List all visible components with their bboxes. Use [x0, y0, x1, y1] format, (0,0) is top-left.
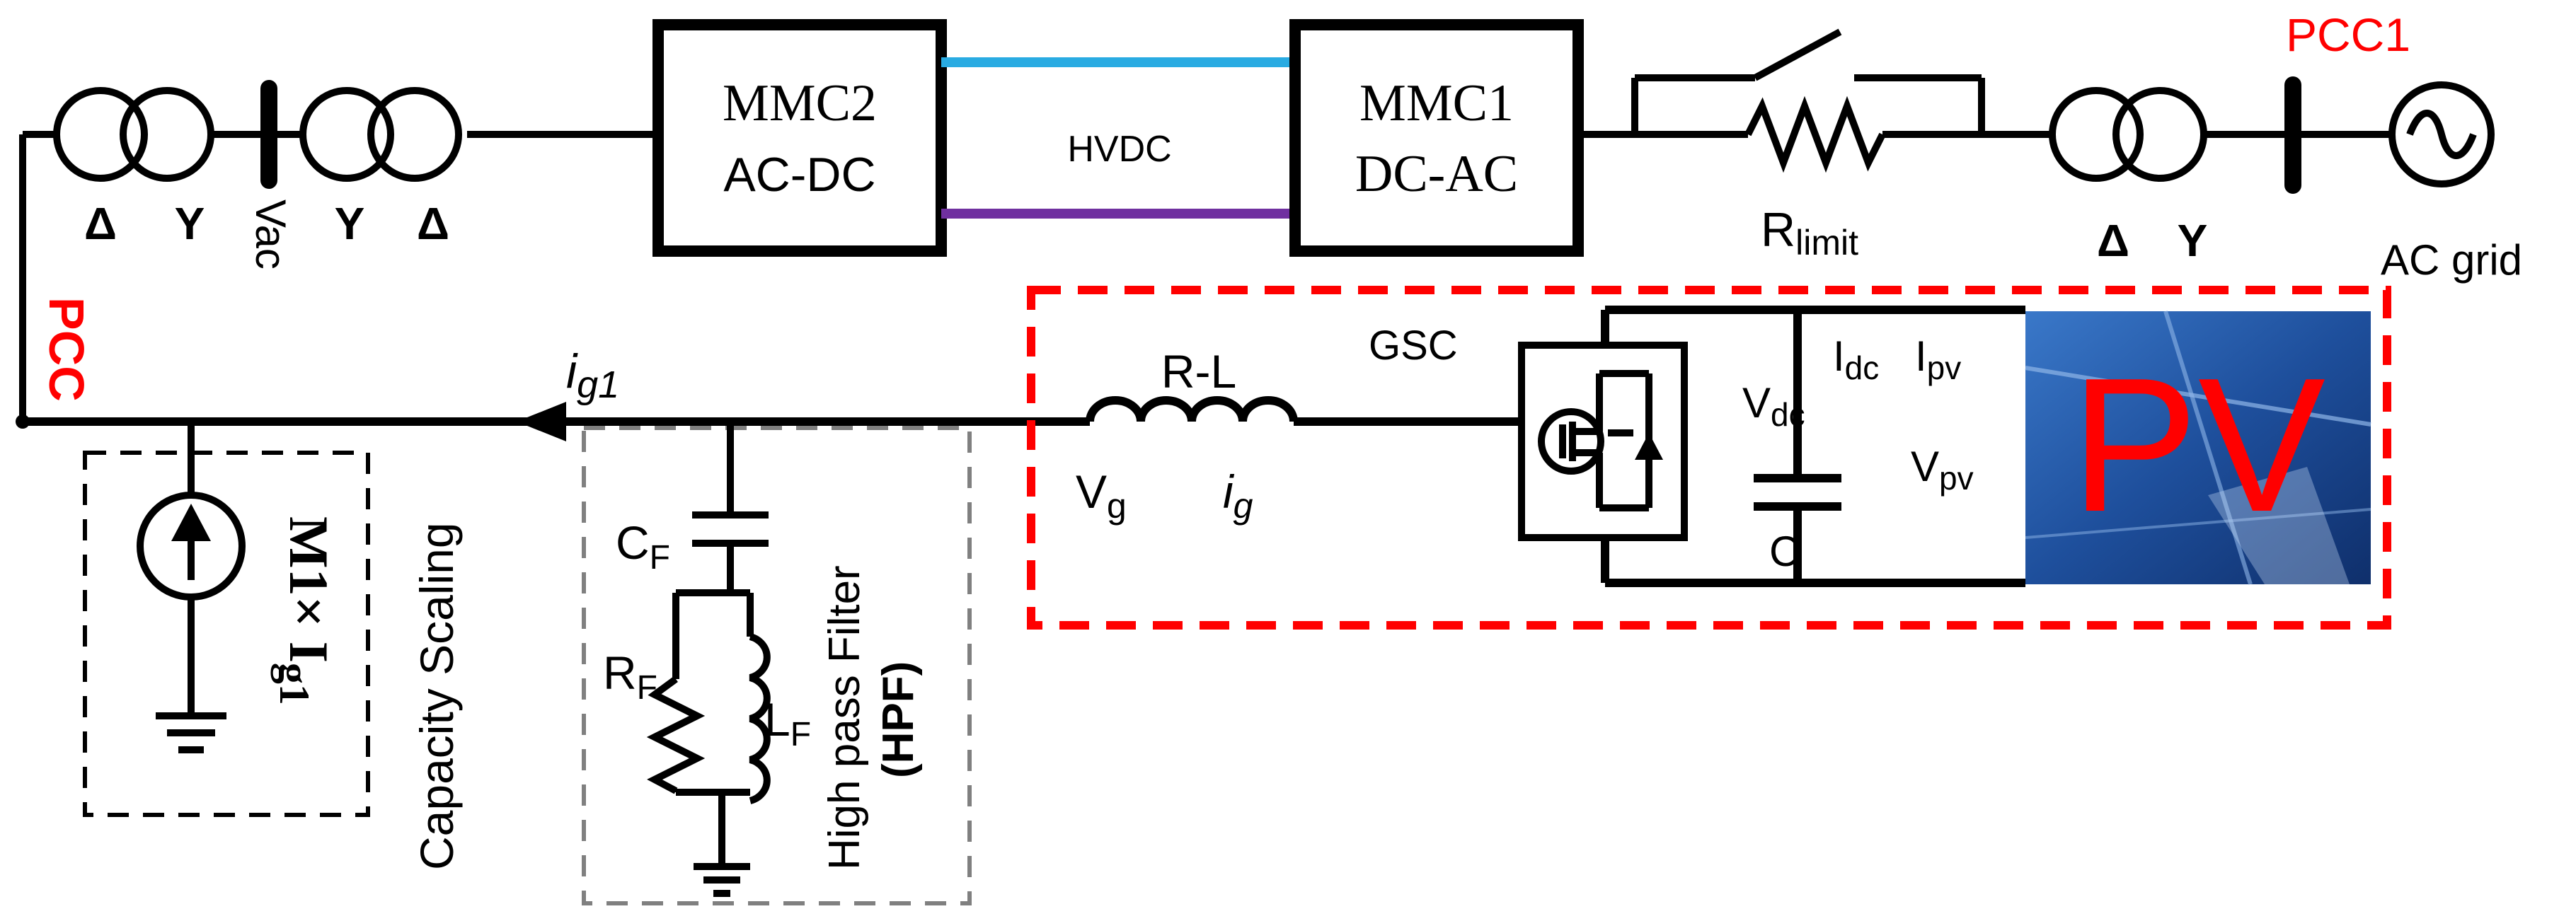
left-transformer-y: Y	[175, 198, 205, 249]
left-transformer	[53, 87, 214, 182]
ac-grid-source	[2388, 81, 2495, 187]
mmc2-label-line1: MMC2	[723, 74, 877, 132]
capacity-scaling-box	[83, 451, 370, 817]
r-limit-label: Rlimit	[1761, 203, 1858, 262]
capacity-scaling-label: Capacity Scaling	[410, 522, 463, 870]
idc-label: Idc	[1833, 332, 1879, 386]
capacitor-label: C	[1769, 528, 1800, 575]
pv-label: PV	[2071, 339, 2326, 552]
pv-panel	[2025, 311, 2371, 585]
hpf-box	[582, 426, 972, 905]
middle-transformer	[299, 87, 462, 182]
middle-transformer-y: Y	[335, 198, 365, 249]
mmc2-label-line2: AC-DC	[723, 148, 875, 202]
pcc-label: PCC	[39, 297, 94, 402]
ig-label: ig	[1223, 465, 1253, 526]
middle-transformer-delta: Δ	[417, 198, 449, 249]
hvdc-label: HVDC	[1067, 129, 1171, 170]
hpf-circuit	[646, 422, 771, 897]
current-source-arrow-head	[171, 504, 211, 541]
mmc1-label-line2: DC-AC	[1355, 145, 1518, 203]
dc-bus	[1601, 306, 2025, 587]
right-transformer-delta: Δ	[2097, 215, 2129, 266]
right-transformer-y: Y	[2178, 215, 2208, 266]
ipv-label: Ipv	[1915, 332, 1961, 386]
pv-system-box	[1027, 286, 2391, 630]
controlled-current-source	[137, 422, 246, 753]
mmc2-box	[652, 19, 947, 257]
limiter-bypass	[1578, 28, 1985, 173]
right-transformer	[2049, 87, 2207, 182]
rf-label: RF	[603, 647, 657, 707]
mmc1-box	[1289, 19, 1584, 257]
lf-label: LF	[764, 693, 811, 753]
ig1-arrow	[517, 402, 566, 441]
left-transformer-delta: Δ	[84, 198, 117, 249]
pcc1-label: PCC1	[2286, 8, 2410, 61]
current-source-label: M1× Ig1	[271, 516, 340, 705]
rl-branch	[1086, 396, 1330, 426]
hpf-label-line1: High pass Filter	[820, 565, 869, 870]
ig1-label: ig1	[566, 344, 619, 406]
gsc-switch	[1518, 342, 1688, 541]
vdc-label: Vdc	[1742, 379, 1805, 433]
gsc-label: GSC	[1369, 323, 1458, 369]
ac-grid-label: AC grid	[2381, 236, 2522, 284]
vg-label: Vg	[1076, 465, 1127, 526]
mmc1-label-line1: MMC1	[1359, 74, 1514, 132]
rl-label: R-L	[1161, 345, 1236, 398]
vpv-label: Vpv	[1911, 443, 1974, 497]
vac-label: Vac	[247, 199, 294, 270]
gsc-diode	[1635, 433, 1663, 460]
cf-label: CF	[616, 516, 670, 577]
hpf-label-line2: (HPF)	[874, 661, 923, 778]
